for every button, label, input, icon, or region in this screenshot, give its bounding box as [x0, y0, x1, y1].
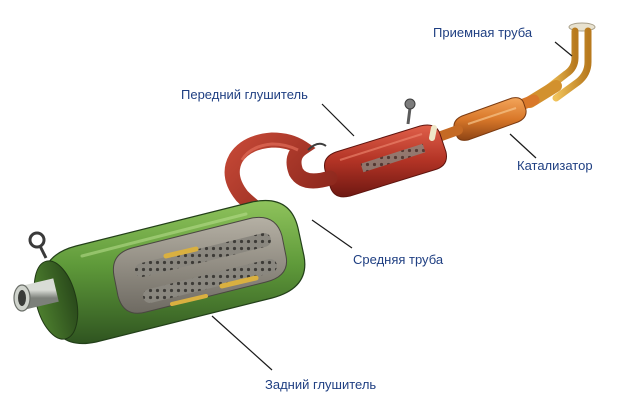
rear-muffler-baffle-1 [163, 246, 199, 259]
rear-muffler-highlight [80, 212, 248, 258]
inlet-pipe-left [544, 27, 579, 92]
label-front-muffler: Передний глушитель [181, 87, 308, 102]
front-muffler [324, 124, 447, 198]
rear-muffler-baffle-2 [219, 275, 259, 289]
leader-inlet-pipe [554, 41, 573, 57]
rear-muffler-perforated-tube-lower [143, 259, 277, 303]
label-middle-pipe: Средняя труба [353, 252, 444, 267]
catalyst-body [453, 97, 527, 141]
front-muffler-perforated-tube [360, 143, 426, 173]
middle-pipe-highlight [240, 142, 299, 161]
leader-rear-muffler [211, 315, 273, 371]
label-catalyst: Катализатор [517, 158, 593, 173]
oxygen-sensor-icon [404, 98, 416, 110]
front-muffler-highlight [339, 133, 423, 161]
callout-labels: Приемная труба Передний глушитель Катали… [181, 25, 593, 392]
inlet-pipe-right [552, 27, 592, 102]
rear-muffler [28, 199, 306, 345]
leader-lines [211, 41, 573, 371]
oxygen-sensor-stem [406, 107, 412, 125]
label-inlet-pipe: Приемная труба [433, 25, 533, 40]
leader-front-muffler [321, 103, 355, 137]
front-muffler-end-cap [429, 125, 437, 141]
rear-muffler-baffle-3 [170, 294, 208, 306]
rear-muffler-hanger-stem [38, 245, 48, 259]
inlet-pipe [524, 22, 596, 108]
rear-muffler-hanger-ring [28, 231, 46, 249]
catalyst-highlight [467, 107, 517, 125]
tailpipe-outlet-hole [18, 290, 26, 306]
leader-catalyst [509, 133, 537, 159]
leader-middle-pipe [311, 219, 353, 249]
middle-pipe-hanger [307, 142, 327, 151]
rear-muffler-perforated-tube-upper [135, 233, 271, 277]
tailpipe [13, 278, 59, 312]
label-rear-muffler: Задний глушитель [265, 377, 376, 392]
